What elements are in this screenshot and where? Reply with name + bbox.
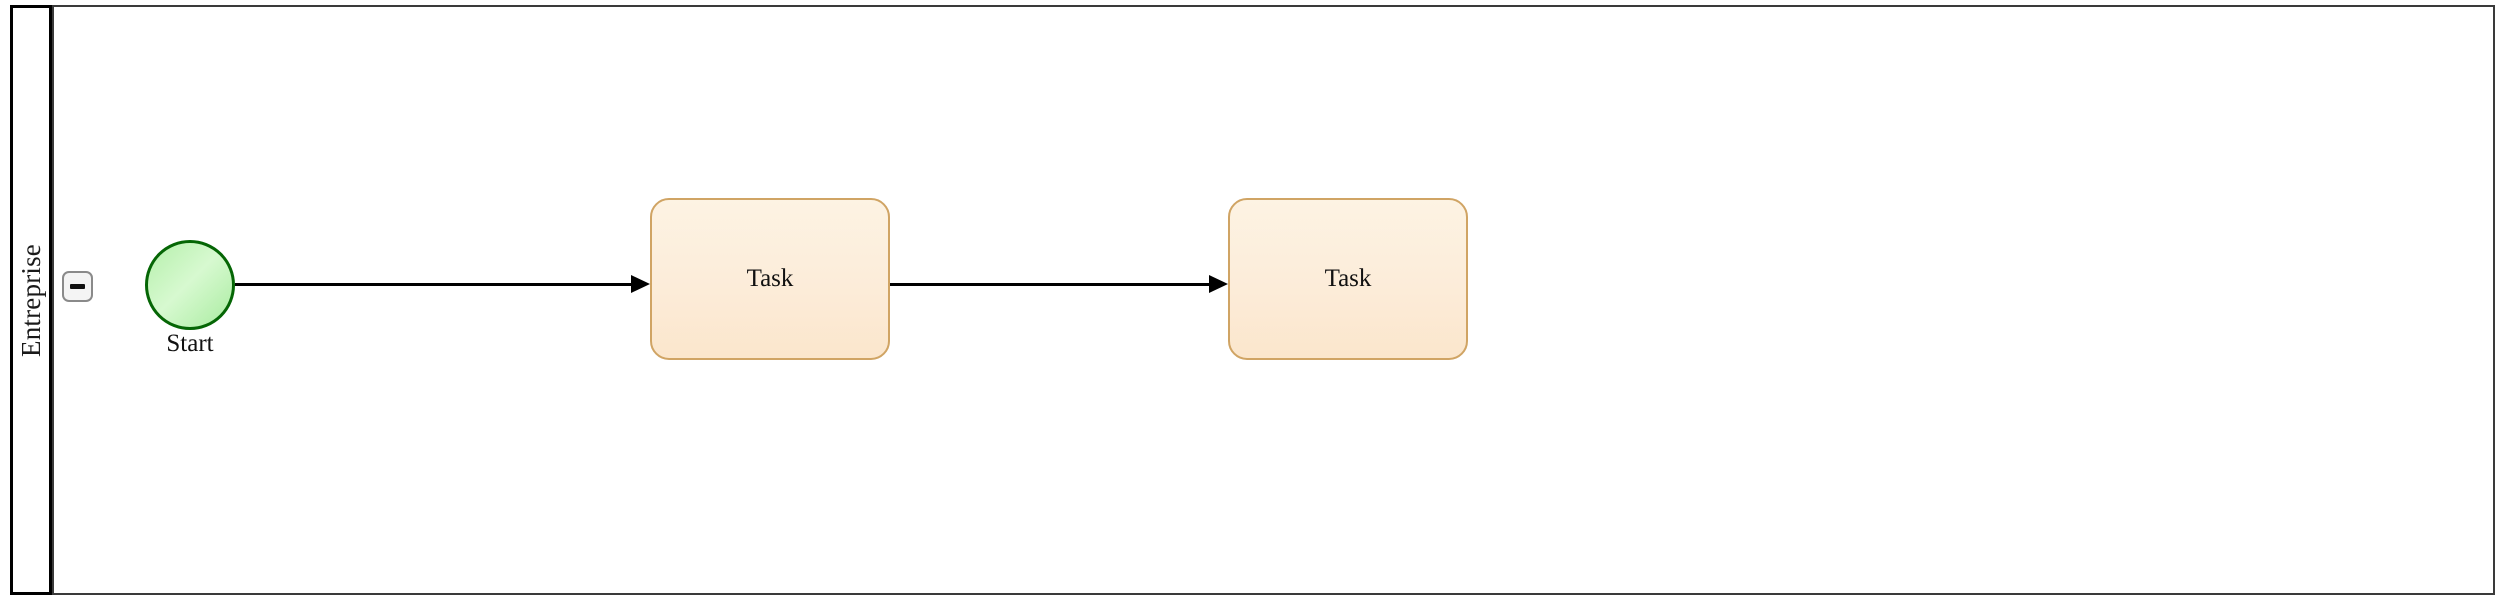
- sequence-flow-start-to-task-1[interactable]: [235, 273, 650, 297]
- task-label: Task: [1324, 265, 1372, 292]
- task-node-1[interactable]: Task: [650, 198, 890, 360]
- task-node-2[interactable]: Task: [1228, 198, 1468, 360]
- lane-title: Entreprise: [15, 243, 46, 357]
- flow-line: [890, 283, 1211, 286]
- minus-icon: [70, 284, 85, 289]
- task-label: Task: [746, 265, 794, 292]
- start-event-label: Start: [166, 330, 214, 357]
- lane-header[interactable]: Entreprise: [10, 5, 52, 595]
- sequence-flow-task-1-to-task-2[interactable]: [890, 273, 1228, 297]
- arrowhead-icon: [1209, 275, 1228, 293]
- arrowhead-icon: [631, 275, 650, 293]
- lane-collapse-button[interactable]: [62, 271, 93, 302]
- flow-line: [235, 283, 633, 286]
- start-event-node[interactable]: [145, 240, 235, 330]
